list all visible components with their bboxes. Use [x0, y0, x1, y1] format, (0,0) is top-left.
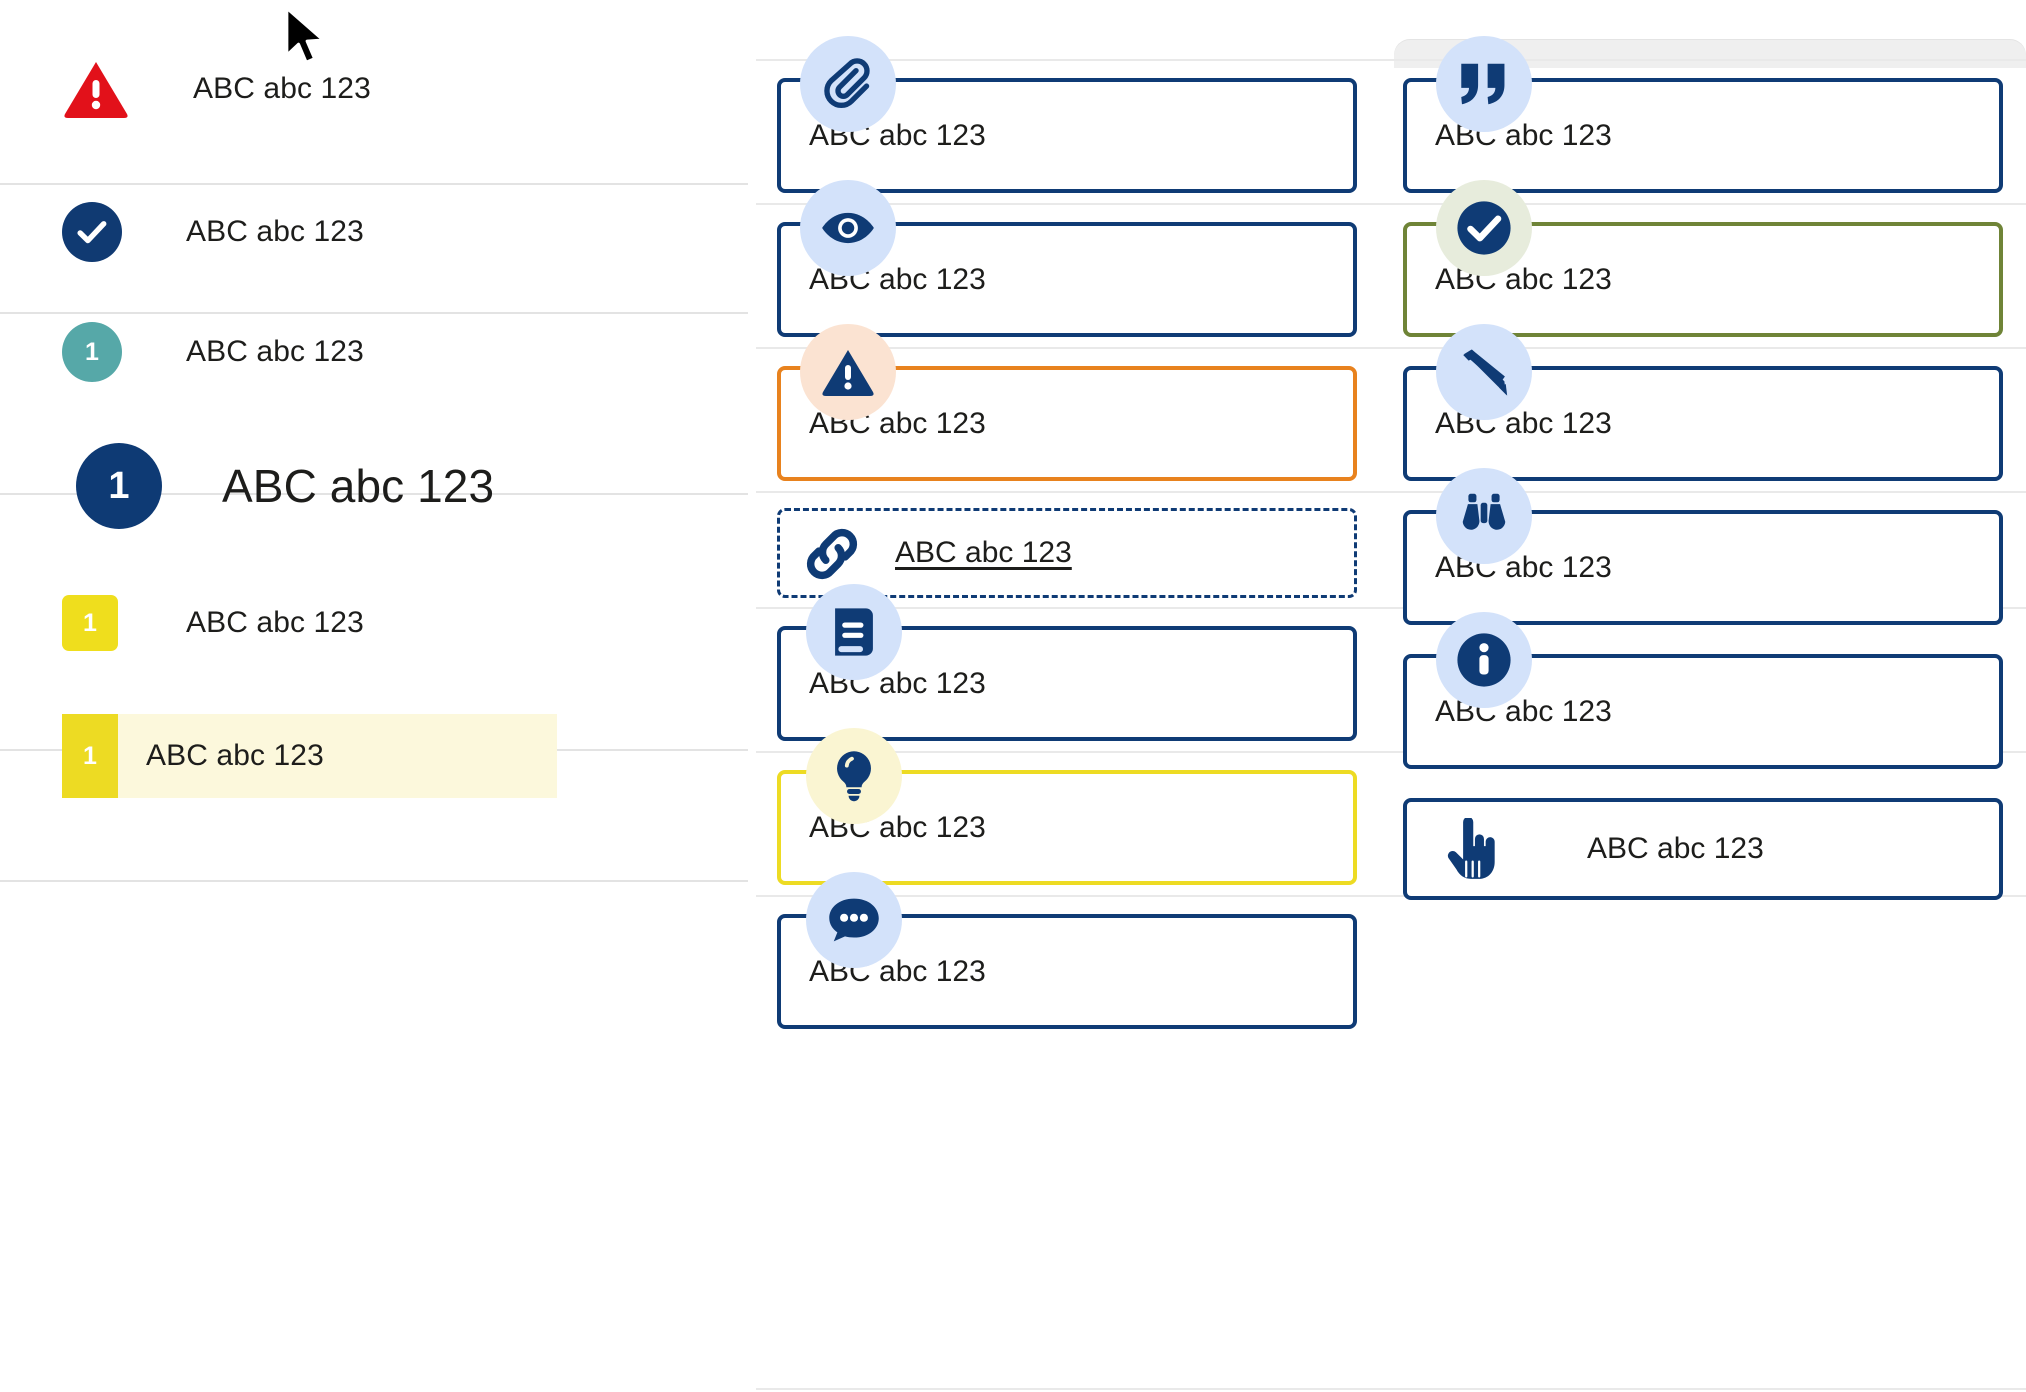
card-separator [756, 203, 2026, 205]
number-badge-icon: 1 [62, 714, 118, 798]
lightbulb-icon [806, 728, 902, 824]
badge-number: 1 [83, 741, 97, 770]
badge-number: 1 [85, 337, 99, 366]
sidebar-item-label: ABC abc 123 [186, 215, 364, 248]
sidebar-item-label: ABC abc 123 [186, 606, 364, 639]
number-badge-icon: 1 [62, 595, 118, 651]
link-card[interactable]: ABC abc 123 [777, 508, 1357, 598]
card-separator [756, 59, 2026, 61]
chain-link-icon [784, 506, 880, 602]
warning-triangle-icon [63, 60, 129, 118]
card-separator [756, 491, 2026, 493]
card-separator [756, 607, 2026, 609]
eye-icon [800, 180, 896, 276]
sidebar-item-label: ABC abc 123 [186, 335, 364, 368]
card-separator [756, 751, 2026, 753]
pointing-hand-icon [1442, 818, 1500, 880]
sidebar-item-label: ABC abc 123 [146, 739, 324, 772]
action-card-label: ABC abc 123 [1587, 832, 1764, 865]
info-circle-icon [1436, 612, 1532, 708]
quote-marks-icon [1436, 36, 1532, 132]
row-separator [0, 183, 748, 185]
left-column: ABC abc 123 ABC abc 123 1 ABC abc 123 1 … [0, 0, 760, 1392]
sidebar-item-label: ABC abc 123 [193, 72, 371, 105]
speech-bubble-icon [806, 872, 902, 968]
row-separator [0, 493, 748, 495]
warning-triangle-icon [800, 324, 896, 420]
row-separator [0, 312, 748, 314]
sidebar-item-count-primary[interactable]: 1 ABC abc 123 [76, 443, 494, 529]
row-separator [0, 880, 748, 882]
sidebar-item-status-success[interactable]: ABC abc 123 [62, 202, 364, 262]
sidebar-item-count-teal[interactable]: 1 ABC abc 123 [62, 322, 364, 382]
link-card-label[interactable]: ABC abc 123 [895, 536, 1072, 569]
card-separator [756, 1388, 2026, 1390]
badge-number: 1 [83, 608, 97, 637]
badge-number: 1 [108, 465, 130, 507]
card-separator [756, 895, 2026, 897]
check-circle-icon [62, 202, 122, 262]
number-badge-icon: 1 [76, 443, 162, 529]
sidebar-item-alert-danger[interactable]: ABC abc 123 [63, 60, 371, 118]
sidebar-item-count-yellow[interactable]: 1 ABC abc 123 [62, 595, 364, 651]
paperclip-icon [800, 36, 896, 132]
number-badge-icon: 1 [62, 322, 122, 382]
sidebar-item-label: ABC abc 123 [222, 460, 495, 512]
check-circle-icon [1436, 180, 1532, 276]
book-icon [806, 584, 902, 680]
sidebar-item-count-selected[interactable]: 1 ABC abc 123 [62, 714, 557, 798]
action-card[interactable]: ABC abc 123 [1403, 798, 2003, 900]
card-separator [756, 347, 2026, 349]
binoculars-icon [1436, 468, 1532, 564]
pencil-icon [1436, 324, 1532, 420]
